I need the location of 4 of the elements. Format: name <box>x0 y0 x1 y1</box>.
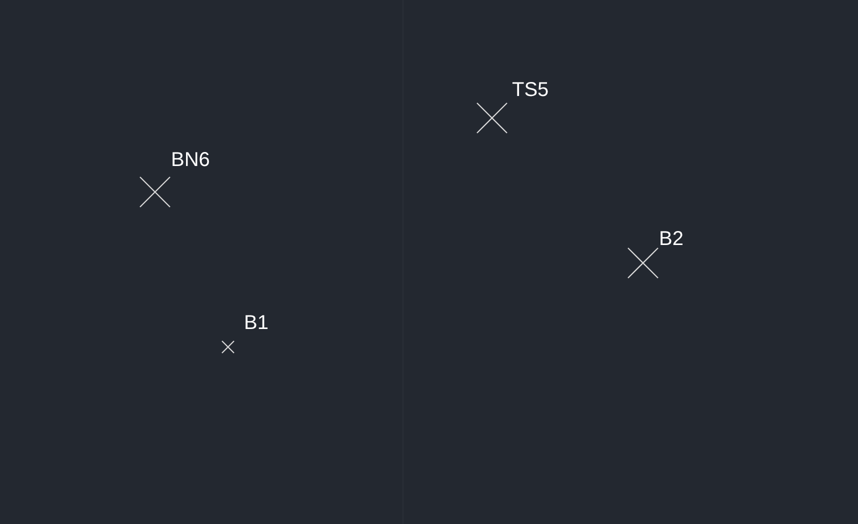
point-label: TS5 <box>512 80 549 100</box>
point-label: B2 <box>659 229 684 249</box>
point-label: B1 <box>244 313 268 333</box>
point-label: BN6 <box>171 150 210 170</box>
